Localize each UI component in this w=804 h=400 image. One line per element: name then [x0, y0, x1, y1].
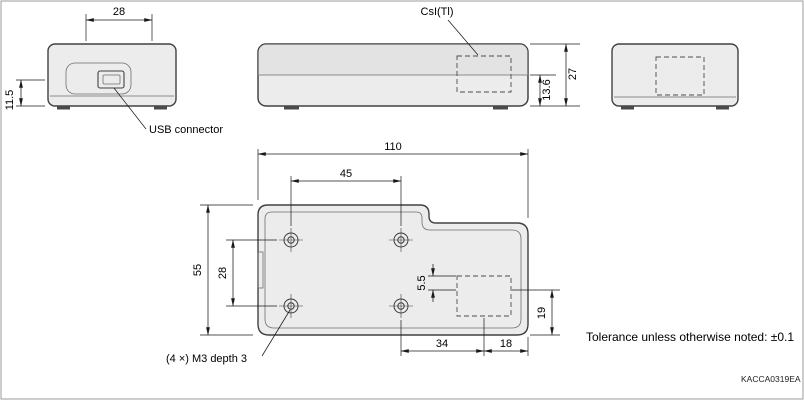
- tolerance-note: Tolerance unless otherwise noted: ±0.1: [586, 330, 794, 344]
- plan-inner-contour: [264, 211, 522, 329]
- foot: [493, 106, 508, 110]
- dim-label-19: 19: [536, 307, 548, 319]
- dim-label-18: 18: [500, 338, 512, 350]
- plan-view: 110 45 55 28 5.5 19 34 18: [166, 141, 560, 365]
- dim-label-28: 28: [113, 6, 125, 18]
- csi-hidden-outline-side: [456, 55, 512, 93]
- csi-hidden-outline-plan: [456, 275, 512, 317]
- end-view-usb: 28 11.5 USB connector: [4, 6, 223, 136]
- usb-port-tongue: [102, 74, 121, 85]
- dim-label-110: 110: [384, 141, 402, 153]
- foot: [57, 106, 70, 110]
- dim-label-55: 55: [192, 264, 204, 276]
- foot: [154, 106, 167, 110]
- mounting-hole: [279, 228, 303, 252]
- mounting-hole: [389, 294, 413, 318]
- csi-leader-line: [447, 19, 479, 56]
- mounting-hole: [389, 228, 413, 252]
- usb-port-outline: [97, 70, 125, 89]
- mounting-hole: [279, 294, 303, 318]
- end-view-csi: [611, 43, 739, 110]
- foot: [716, 106, 729, 110]
- dim-label-34: 34: [436, 338, 448, 350]
- dim-label-27: 27: [567, 68, 579, 80]
- usb-connector-label: USB connector: [149, 124, 223, 136]
- mounting-holes-label: (4 ×) M3 depth 3: [166, 353, 247, 365]
- foot: [284, 106, 299, 110]
- side-view-top-cover: [258, 44, 528, 75]
- plan-usb-notch: [257, 251, 264, 289]
- side-view-outline: [257, 43, 529, 107]
- dim-label-13-6: 13.6: [541, 79, 553, 100]
- usb-recess: [65, 62, 132, 95]
- dim-label-28-plan: 28: [217, 267, 229, 279]
- end-view-csi-body: [611, 43, 739, 107]
- side-view: CsI(Tl) 13.6 27: [257, 6, 580, 110]
- csi-label: CsI(Tl): [421, 6, 454, 18]
- dim-label-5-5: 5.5: [416, 275, 428, 290]
- dim-label-11-5: 11.5: [4, 90, 16, 111]
- plan-outline: [257, 204, 529, 336]
- foot: [621, 106, 634, 110]
- dim-label-45: 45: [340, 168, 352, 180]
- document-code: KACCA0319EA: [741, 374, 801, 384]
- holes-leader-line: [261, 309, 291, 357]
- csi-hidden-outline-end: [655, 56, 705, 96]
- usb-leader-line: [113, 87, 147, 130]
